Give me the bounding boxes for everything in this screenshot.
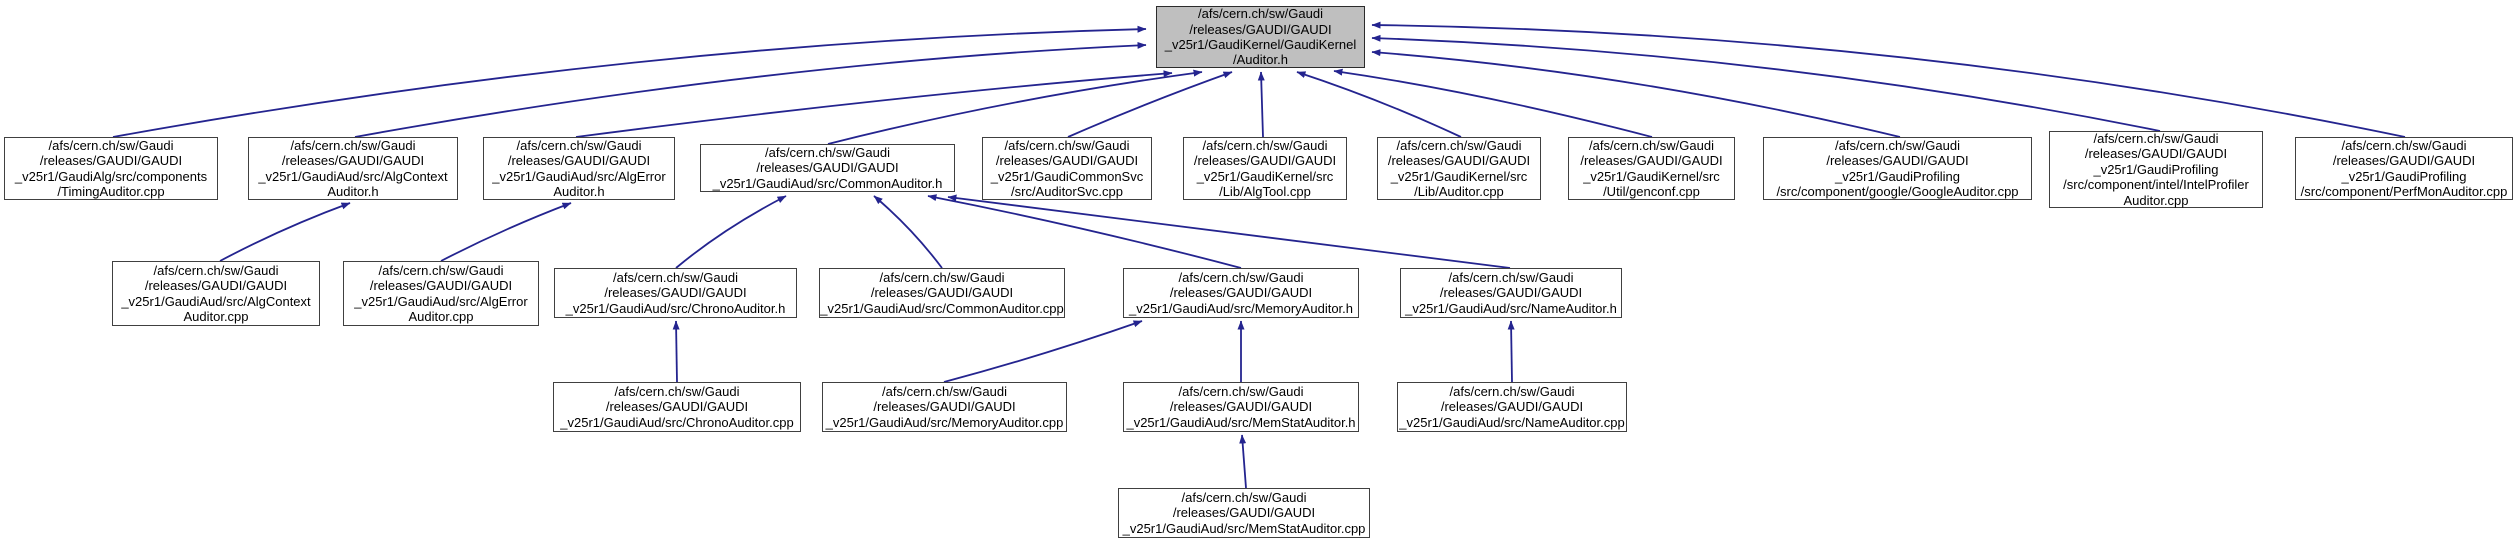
graph-node-google-auditor-cpp[interactable]: /afs/cern.ch/sw/Gaudi /releases/GAUDI/GA… [1763,137,2032,200]
graph-node-genconf-cpp[interactable]: /afs/cern.ch/sw/Gaudi /releases/GAUDI/GA… [1568,137,1735,200]
graph-node-intel-profiler-auditor-cpp[interactable]: /afs/cern.ch/sw/Gaudi /releases/GAUDI/GA… [2049,131,2263,208]
edge-perfmon-to-root [1371,21,2406,138]
graph-node-chrono-auditor-cpp[interactable]: /afs/cern.ch/sw/Gaudi /releases/GAUDI/GA… [553,382,801,432]
edge-nameh-to-commonh [947,194,1511,269]
graph-node-common-auditor-h[interactable]: /afs/cern.ch/sw/Gaudi /releases/GAUDI/GA… [700,144,955,192]
graph-node-memory-auditor-h[interactable]: /afs/cern.ch/sw/Gaudi /releases/GAUDI/GA… [1123,268,1359,318]
graph-node-mem-stat-auditor-h[interactable]: /afs/cern.ch/sw/Gaudi /releases/GAUDI/GA… [1123,382,1359,432]
graph-node-auditor-cpp[interactable]: /afs/cern.ch/sw/Gaudi /releases/GAUDI/GA… [1377,137,1541,200]
graph-node-mem-stat-auditor-cpp[interactable]: /afs/cern.ch/sw/Gaudi /releases/GAUDI/GA… [1118,488,1370,538]
edge-commonh-to-root [827,69,1203,145]
graph-node-auditor-svc-cpp[interactable]: /afs/cern.ch/sw/Gaudi /releases/GAUDI/GA… [982,137,1152,200]
edge-intel-to-root [1371,34,2161,132]
graph-node-name-auditor-cpp[interactable]: /afs/cern.ch/sw/Gaudi /releases/GAUDI/GA… [1397,382,1627,432]
graph-node-alg-context-auditor-cpp[interactable]: /afs/cern.ch/sw/Gaudi /releases/GAUDI/GA… [112,261,320,326]
graph-node-alg-error-auditor-cpp[interactable]: /afs/cern.ch/sw/Gaudi /releases/GAUDI/GA… [343,261,539,326]
edge-commoncpp-to-commonh [873,195,943,269]
edge-genconf-to-root [1333,68,1653,138]
edge-memorycpp-to-memoryh [943,320,1143,383]
edge-algerrorh-to-root [575,70,1173,138]
edge-timing-to-root [112,25,1147,138]
graph-node-alg-tool-cpp[interactable]: /afs/cern.ch/sw/Gaudi /releases/GAUDI/GA… [1183,137,1347,200]
edge-google-to-root [1371,49,1901,138]
edge-chronoh-to-commonh [675,195,787,269]
edge-algcontexth-to-root [354,41,1147,138]
graph-node-timing-auditor-cpp[interactable]: /afs/cern.ch/sw/Gaudi /releases/GAUDI/GA… [4,137,218,200]
graph-node-memory-auditor-cpp[interactable]: /afs/cern.ch/sw/Gaudi /releases/GAUDI/GA… [822,382,1067,432]
graph-node-chrono-auditor-h[interactable]: /afs/cern.ch/sw/Gaudi /releases/GAUDI/GA… [554,268,797,318]
edge-algcontextcpp-to-algcontexth [219,202,351,262]
edge-chronocpp-to-chronoh [672,320,680,383]
graph-node-alg-error-auditor-h[interactable]: /afs/cern.ch/sw/Gaudi /releases/GAUDI/GA… [483,137,675,200]
edge-auditorcpp-to-root [1296,71,1462,138]
graph-node-name-auditor-h[interactable]: /afs/cern.ch/sw/Gaudi /releases/GAUDI/GA… [1400,268,1622,318]
edge-namecpp-to-nameh [1507,320,1515,383]
graph-node-common-auditor-cpp[interactable]: /afs/cern.ch/sw/Gaudi /releases/GAUDI/GA… [819,268,1065,318]
edge-memoryh-to-commonh [927,194,1242,269]
graph-node-auditor-h: /afs/cern.ch/sw/Gaudi /releases/GAUDI/GA… [1156,6,1365,68]
edge-memstatcpp-to-memstath [1239,434,1247,489]
graph-node-perf-mon-auditor-cpp[interactable]: /afs/cern.ch/sw/Gaudi /releases/GAUDI/GA… [2295,137,2513,200]
edge-auditorsvc-to-root [1067,71,1233,138]
graph-node-alg-context-auditor-h[interactable]: /afs/cern.ch/sw/Gaudi /releases/GAUDI/GA… [248,137,458,200]
edge-algerrorcpp-to-algerrorh [440,202,572,262]
edge-algtool-to-root [1257,71,1265,138]
